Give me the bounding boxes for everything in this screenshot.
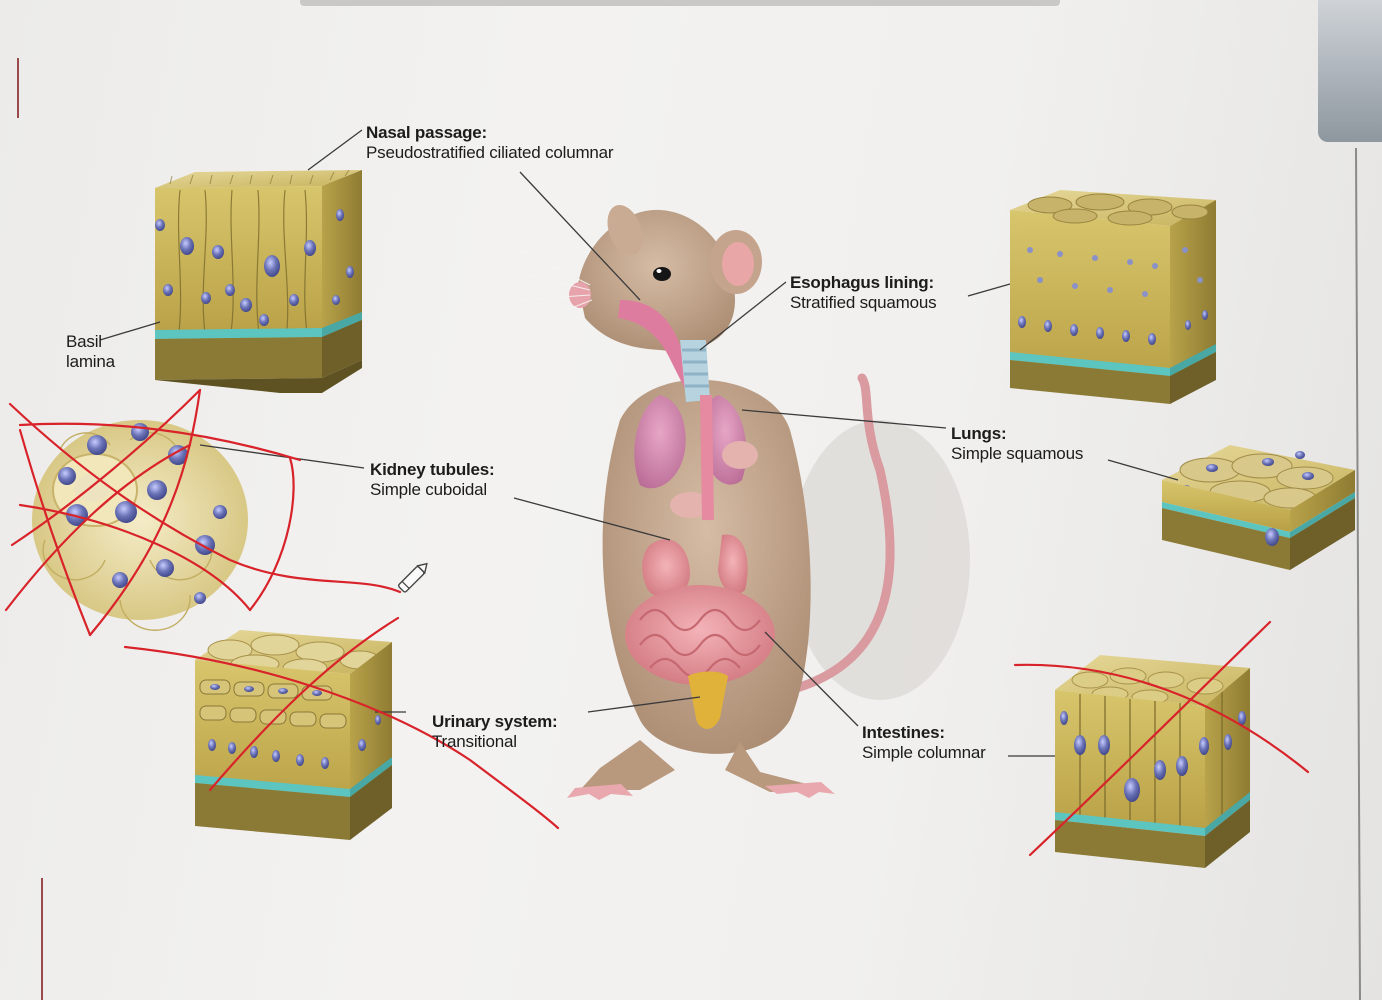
pencil-cursor-icon[interactable] [397, 560, 431, 593]
label-nasal-subtitle: Pseudostratified ciliated columnar [366, 143, 614, 162]
label-urinary-subtitle: Transitional [432, 732, 517, 751]
label-lungs-subtitle: Simple squamous [951, 444, 1084, 463]
label-kidney-title: Kidney tubules: [370, 460, 495, 479]
screen-corner-panel [1318, 0, 1382, 142]
label-lungs: Lungs: Simple squamous [951, 424, 1083, 464]
label-intestines-title: Intestines: [862, 723, 945, 742]
label-kidney-tubules: Kidney tubules: Simple cuboidal [370, 460, 495, 500]
label-basil-line2: lamina [66, 352, 115, 371]
leader-lines [99, 129, 1179, 757]
screen-top-bezel [300, 0, 1060, 6]
simple-columnar-tissue-block [1055, 655, 1250, 868]
label-nasal-title: Nasal passage: [366, 123, 487, 142]
label-intestines-subtitle: Simple columnar [862, 743, 986, 762]
label-esophagus-lining: Esophagus lining: Stratified squamous [790, 273, 937, 313]
label-esophagus-subtitle: Stratified squamous [790, 293, 937, 312]
pseudostratified-tissue-block [155, 169, 362, 393]
simple-squamous-tissue-block [1162, 445, 1355, 570]
label-intestines: Intestines: Simple columnar [862, 723, 986, 763]
stratified-squamous-tissue-block [1010, 190, 1216, 404]
label-urinary-title: Urinary system: [432, 712, 558, 731]
label-urinary-system: Urinary system: Transitional [432, 712, 558, 752]
rat-illustration [514, 204, 970, 800]
transitional-tissue-block [195, 630, 392, 840]
frame-edge-right [1355, 147, 1361, 1000]
label-nasal-passage: Nasal passage: Pseudostratified ciliated… [366, 123, 614, 163]
label-basil-line1: Basil [66, 332, 102, 351]
red-annotation-marks [4, 388, 1310, 857]
label-lungs-title: Lungs: [951, 424, 1007, 443]
label-basil-lamina: Basil lamina [66, 332, 115, 372]
label-esophagus-title: Esophagus lining: [790, 273, 934, 292]
label-kidney-subtitle: Simple cuboidal [370, 480, 488, 499]
